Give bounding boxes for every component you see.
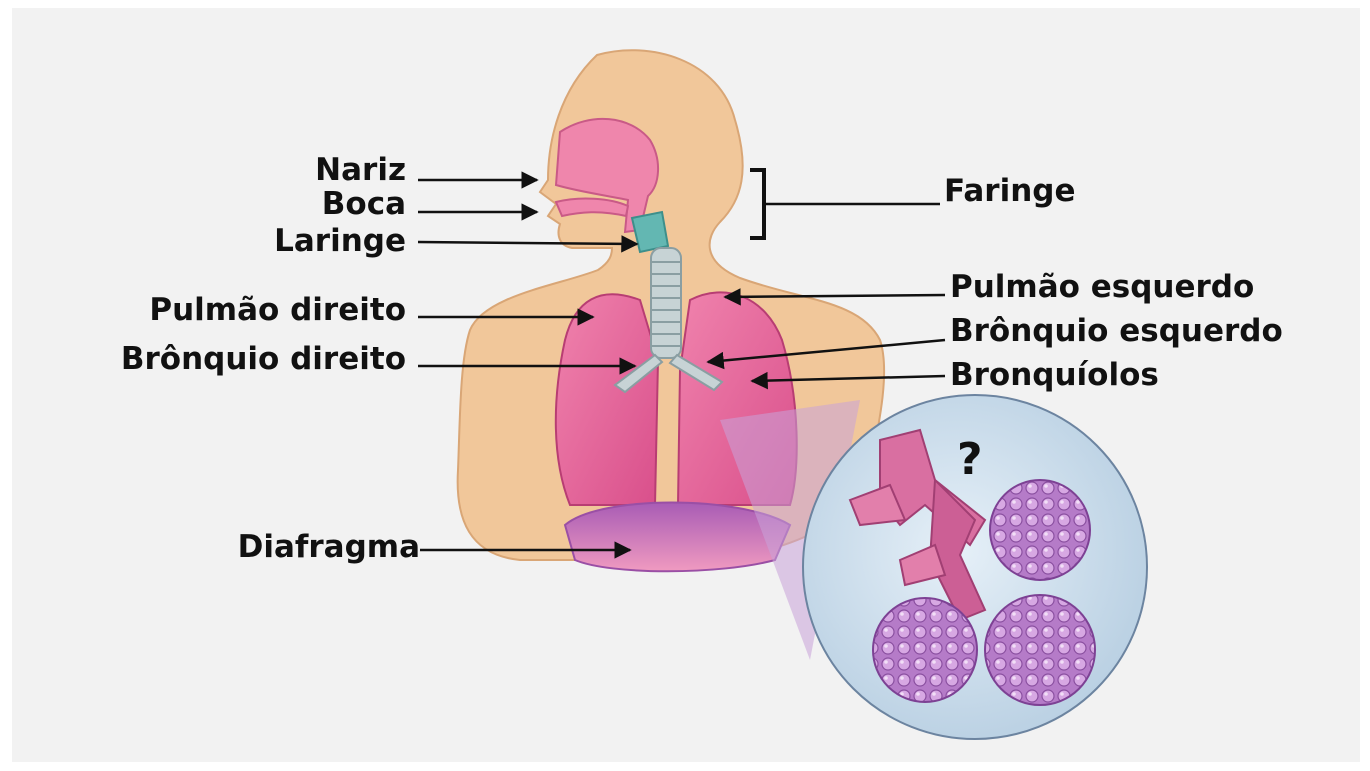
label-pulmao-esquerdo: Pulmão esquerdo [950,272,1254,303]
label-bronquio-esquerdo: Brônquio esquerdo [950,316,1283,347]
label-bronquio-direito: Brônquio direito [121,344,406,375]
right-lung-shape [556,294,658,505]
label-pulmao-direito: Pulmão direito [149,295,406,326]
label-faringe: Faringe [944,176,1075,207]
label-boca: Boca [322,189,406,220]
question-mark: ? [957,438,983,482]
label-nariz: Nariz [315,155,406,186]
label-laringe: Laringe [274,226,406,257]
label-bronquiolos: Bronquíolos [950,360,1159,391]
label-diafragma: Diafragma [238,532,420,563]
